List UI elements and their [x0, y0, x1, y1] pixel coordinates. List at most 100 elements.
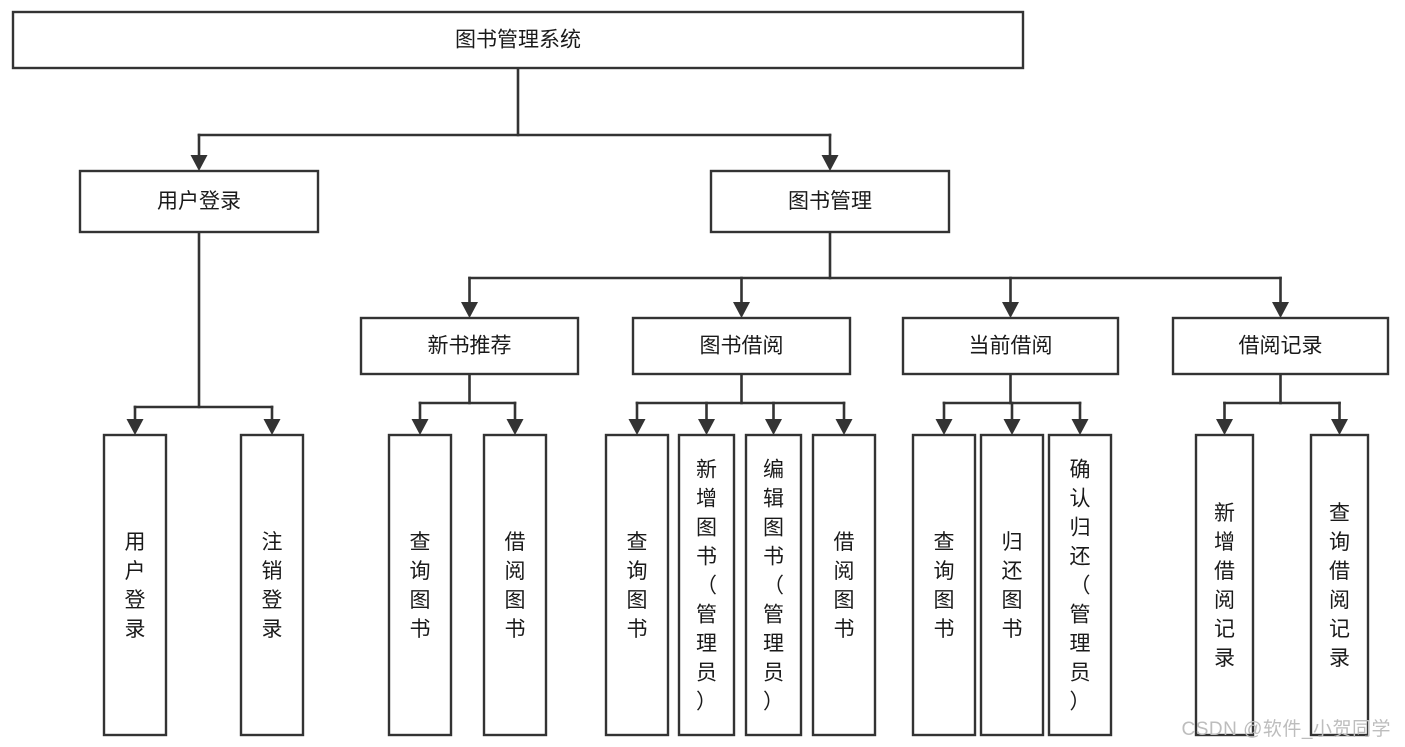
arrow-head-icon: [411, 419, 429, 435]
node-root-system[interactable]: 图书管理系统: [11, 10, 1025, 70]
arrow-head-icon: [1003, 419, 1021, 435]
leaf-leaf-add-borrow-record-label: 新增借阅记录: [1214, 502, 1235, 670]
arrow-head-icon: [821, 155, 839, 171]
leaf-leaf-edit-book-admin-rect[interactable]: [744, 433, 803, 737]
arrow-connector: [411, 401, 429, 435]
arrow-head-icon: [126, 419, 144, 435]
arrow-connector: [126, 405, 144, 435]
leaf-leaf-query-book-1[interactable]: 查询图书: [387, 433, 453, 737]
leaf-leaf-query-borrow-record-label: 查询借阅记录: [1329, 502, 1350, 670]
leaf-leaf-query-book-1-label: 查询图书: [410, 531, 431, 641]
node-layer: 图书管理系统用户登录用户登录注销登录图书管理新书推荐查询图书借阅图书图书借阅查询…: [11, 10, 1390, 737]
leaf-leaf-query-book-1-rect[interactable]: [387, 433, 453, 737]
arrow-connector: [765, 401, 782, 435]
arrow-head-icon: [733, 302, 750, 318]
leaf-leaf-user-logout-label: 注销登录: [262, 531, 283, 641]
arrow-head-icon: [506, 419, 524, 435]
arrow-connector: [628, 401, 646, 435]
leaf-leaf-borrow-book-1-label: 借阅图书: [505, 531, 526, 641]
leaf-leaf-query-borrow-record-rect[interactable]: [1309, 433, 1370, 737]
arrow-head-icon: [1002, 302, 1019, 318]
leaf-leaf-add-borrow-record-rect[interactable]: [1194, 433, 1255, 737]
arrow-connector: [821, 133, 839, 171]
leaf-leaf-add-book-admin-rect[interactable]: [677, 433, 736, 737]
node-book-borrow-label: 图书借阅: [700, 335, 784, 358]
arrow-head-icon: [1216, 419, 1233, 435]
leaf-leaf-borrow-book-2[interactable]: 借阅图书: [811, 433, 877, 737]
arrow-connector: [1331, 401, 1348, 435]
node-current-borrow[interactable]: 当前借阅: [901, 316, 1120, 376]
node-root-system-label: 图书管理系统: [455, 29, 581, 52]
node-book-borrow-rect[interactable]: [631, 316, 852, 376]
leaf-leaf-return-book-rect[interactable]: [979, 433, 1045, 737]
arrow-connector: [733, 276, 750, 318]
leaf-leaf-query-book-3-label: 查询图书: [934, 531, 955, 641]
leaf-leaf-query-borrow-record[interactable]: 查询借阅记录: [1309, 433, 1370, 737]
leaf-leaf-borrow-book-1-rect[interactable]: [482, 433, 548, 737]
leaf-leaf-return-book[interactable]: 归还图书: [979, 433, 1045, 737]
arrow-head-icon: [1331, 419, 1348, 435]
leaf-leaf-borrow-book-2-rect[interactable]: [811, 433, 877, 737]
arrow-head-icon: [765, 419, 782, 435]
leaf-leaf-add-book-admin-label: 新增图书（管理员）: [696, 459, 717, 714]
node-user-login[interactable]: 用户登录: [78, 169, 320, 234]
node-borrow-record-rect[interactable]: [1171, 316, 1390, 376]
arrow-head-icon: [263, 419, 281, 435]
leaf-leaf-borrow-book-1[interactable]: 借阅图书: [482, 433, 548, 737]
node-borrow-record[interactable]: 借阅记录: [1171, 316, 1390, 376]
node-book-borrow[interactable]: 图书借阅: [631, 316, 852, 376]
leaf-leaf-add-book-admin[interactable]: 新增图书（管理员）: [677, 433, 736, 737]
leaf-leaf-edit-book-admin[interactable]: 编辑图书（管理员）: [744, 433, 803, 737]
arrow-head-icon: [835, 419, 853, 435]
node-book-management[interactable]: 图书管理: [709, 169, 951, 234]
leaf-leaf-query-book-2[interactable]: 查询图书: [604, 433, 670, 737]
node-borrow-record-label: 借阅记录: [1239, 335, 1323, 358]
arrow-connector: [698, 401, 715, 435]
arrow-head-icon: [628, 419, 646, 435]
arrow-connector: [263, 405, 281, 435]
node-new-book-recommend[interactable]: 新书推荐: [359, 316, 580, 376]
node-new-book-recommend-label: 新书推荐: [428, 335, 512, 358]
leaf-leaf-user-login-label: 用户登录: [125, 531, 146, 641]
leaf-leaf-return-book-label: 归还图书: [1002, 531, 1023, 641]
leaf-leaf-query-book-2-rect[interactable]: [604, 433, 670, 737]
leaf-leaf-user-logout[interactable]: 注销登录: [239, 433, 305, 737]
leaf-leaf-user-logout-rect[interactable]: [239, 433, 305, 737]
arrow-connector: [1071, 401, 1089, 435]
arrow-connector: [1272, 276, 1289, 318]
arrow-connector: [461, 276, 478, 318]
leaf-leaf-user-login-rect[interactable]: [102, 433, 168, 737]
leaf-leaf-query-book-3[interactable]: 查询图书: [911, 433, 977, 737]
arrow-head-icon: [1272, 302, 1289, 318]
leaf-leaf-query-book-2-label: 查询图书: [627, 531, 648, 641]
leaf-leaf-add-borrow-record[interactable]: 新增借阅记录: [1194, 433, 1255, 737]
arrow-connector: [935, 401, 953, 435]
leaf-leaf-confirm-return-admin-rect[interactable]: [1047, 433, 1113, 737]
leaf-leaf-edit-book-admin-label: 编辑图书（管理员）: [763, 459, 784, 714]
node-root-system-rect[interactable]: [11, 10, 1025, 70]
leaf-leaf-query-book-3-rect[interactable]: [911, 433, 977, 737]
node-new-book-recommend-rect[interactable]: [359, 316, 580, 376]
leaf-leaf-user-login[interactable]: 用户登录: [102, 433, 168, 737]
arrow-connector: [506, 401, 524, 435]
node-book-management-label: 图书管理: [788, 190, 872, 213]
arrow-connector: [1216, 401, 1233, 435]
node-book-management-rect[interactable]: [709, 169, 951, 234]
node-user-login-label: 用户登录: [157, 190, 241, 213]
node-current-borrow-rect[interactable]: [901, 316, 1120, 376]
node-user-login-rect[interactable]: [78, 169, 320, 234]
arrow-head-icon: [698, 419, 715, 435]
arrow-connector: [835, 401, 853, 435]
connector-layer: [126, 66, 1348, 435]
leaf-leaf-confirm-return-admin[interactable]: 确认归还（管理员）: [1047, 433, 1113, 737]
arrow-head-icon: [190, 155, 208, 171]
arrow-connector: [1002, 276, 1019, 318]
arrow-head-icon: [461, 302, 478, 318]
arrow-connector: [190, 133, 208, 171]
arrow-head-icon: [1071, 419, 1089, 435]
arrow-head-icon: [935, 419, 953, 435]
arrow-connector: [1003, 401, 1021, 435]
leaf-leaf-borrow-book-2-label: 借阅图书: [834, 531, 855, 641]
